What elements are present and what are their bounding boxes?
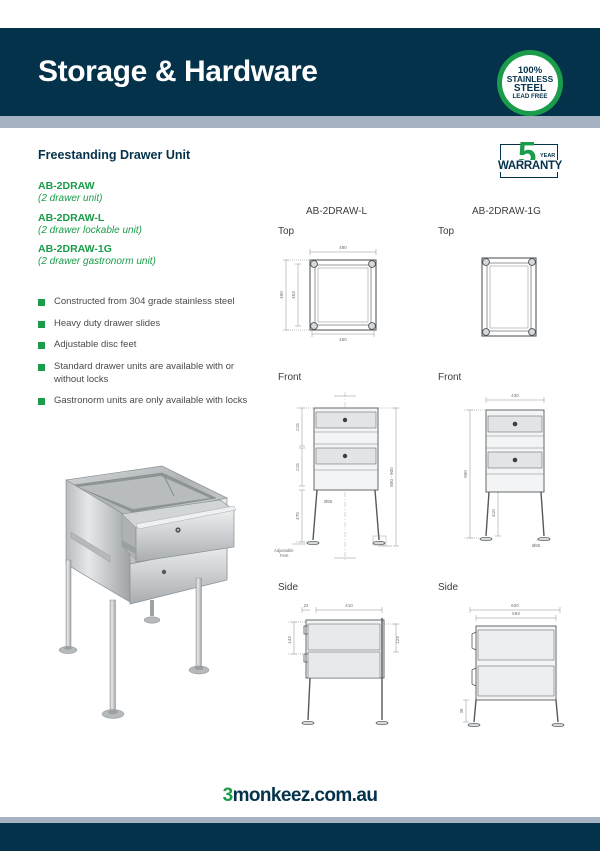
footer-bar <box>0 823 600 851</box>
footer-divider <box>0 817 600 823</box>
square-bullet-icon <box>38 398 45 406</box>
product-code-desc: (2 drawer lockable unit) <box>38 224 142 236</box>
dim-1g-foot-offset: 38 <box>459 708 464 713</box>
dim-1g-side-depth-inner: 593 <box>512 611 520 616</box>
svg-text:Feet: Feet <box>280 553 289 558</box>
product-code-id: AB-2DRAW-1G <box>38 243 112 256</box>
badge-line-percent: 100% <box>517 64 543 76</box>
stainless-steel-badge-inner: 100% STAINLESS STEEL LEAD FREE <box>502 55 558 111</box>
dim-1g-side-depth-outer: 620 <box>511 603 519 608</box>
product-code-list: AB-2DRAW (2 drawer unit) AB-2DRAW-L (2 d… <box>38 180 268 275</box>
feature-item: Standard drawer units are available with… <box>38 361 253 386</box>
feature-item: Gastronorm units are only available with… <box>38 395 253 408</box>
dim-side-offset: 24 <box>304 603 309 608</box>
dim-top-height-outer: 490 <box>279 291 284 299</box>
dim-front-drawer-upper: 215 <box>295 423 300 431</box>
dim-side-drawer-height: 144 <box>287 636 292 644</box>
product-code-desc: (2 drawer unit) <box>38 193 103 205</box>
drawing-left-front-view: 215 215 470 850 - 900 Ø65 Adjustable Fee… <box>274 392 400 562</box>
stainless-steel-badge: 100% STAINLESS STEEL LEAD FREE <box>497 50 563 116</box>
product-code-id: AB-2DRAW-L <box>38 211 105 224</box>
square-bullet-icon <box>38 342 45 350</box>
dim-top-width-outer: 490 <box>339 245 347 250</box>
drawing-right-top-view <box>481 257 537 337</box>
product-code-item: AB-2DRAW-1G (2 drawer gastronorm unit) <box>38 243 268 269</box>
dim-front-drawer-lower: 215 <box>295 463 300 471</box>
product-code-desc: (2 drawer gastronorm unit) <box>38 256 156 268</box>
page-title: Storage & Hardware <box>38 55 318 88</box>
drawing-left-top-view: 490 450 490 453 <box>279 245 377 342</box>
view-label-left-front: Front <box>278 372 302 383</box>
feature-item: Adjustable disc feet <box>38 339 253 352</box>
dim-front-height-range: 850 - 900 <box>389 467 394 487</box>
view-label-right-front: Front <box>438 372 462 383</box>
feature-text: Constructed from 304 grade stainless ste… <box>54 296 235 307</box>
warranty-word-label: WARRANTY <box>498 160 563 172</box>
footer-logo-prefix: 3 <box>222 785 234 806</box>
feature-item: Heavy duty drawer slides <box>38 318 253 331</box>
dim-top-height-inner: 453 <box>291 291 296 299</box>
drawing-right-front-view: 430 900 410 Ø65 <box>463 393 551 548</box>
dim-side-drawer-inner: 124 <box>395 636 400 644</box>
drawing-right-side-view: 620 593 38 <box>459 603 565 728</box>
header-divider <box>0 116 600 128</box>
feature-item: Constructed from 304 grade stainless ste… <box>38 296 253 309</box>
square-bullet-icon <box>38 299 45 306</box>
drawing-title-left: AB-2DRAW-L <box>306 206 368 217</box>
footer-logo: 3monkeez.com.au <box>0 785 600 807</box>
feature-text: Gastronorm units are only available with… <box>54 395 248 407</box>
dim-front-foot-dia: Ø65 <box>324 499 333 504</box>
dim-side-depth: 410 <box>345 603 353 608</box>
warranty-badge: 5 YEAR WARRANTY <box>498 137 564 184</box>
note-adjustable-feet: Adjustable <box>274 548 294 553</box>
view-label-right-top: Top <box>438 226 455 237</box>
badge-line-steel: STEEL <box>513 82 547 94</box>
dim-1g-front-height: 900 <box>463 470 468 478</box>
dim-front-leg: 470 <box>295 512 300 520</box>
badge-line-stainless: STAINLESS <box>506 74 554 85</box>
dim-top-width-inner: 450 <box>339 337 347 342</box>
badge-line-leadfree: LEAD FREE <box>512 93 548 101</box>
feature-text: Standard drawer units are available with… <box>54 360 235 385</box>
drawing-left-side-view: 410 24 144 124 <box>287 603 400 726</box>
feature-text: Adjustable disc feet <box>54 339 137 351</box>
footer-logo-rest: monkeez.com.au <box>232 785 378 806</box>
product-photo <box>58 465 237 719</box>
product-code-item: AB-2DRAW-L (2 drawer lockable unit) <box>38 212 268 238</box>
feature-text: Heavy duty drawer slides <box>54 317 161 329</box>
product-code-item: AB-2DRAW (2 drawer unit) <box>38 180 268 206</box>
product-subtitle: Freestanding Drawer Unit <box>38 148 191 162</box>
product-code-id: AB-2DRAW <box>38 180 95 192</box>
warranty-year-label: YEAR <box>540 153 556 159</box>
drawing-title-right: AB-2DRAW-1G <box>472 206 541 217</box>
view-label-right-side: Side <box>438 582 459 593</box>
view-label-left-top: Top <box>278 226 295 237</box>
dim-1g-foot-dia: Ø65 <box>532 543 541 548</box>
square-bullet-icon <box>38 363 45 371</box>
feature-list: Constructed from 304 grade stainless ste… <box>38 296 253 417</box>
square-bullet-icon <box>38 320 45 328</box>
dim-1g-front-leg: 410 <box>491 509 496 517</box>
dim-1g-front-width: 430 <box>511 393 519 398</box>
view-label-left-side: Side <box>278 582 299 593</box>
